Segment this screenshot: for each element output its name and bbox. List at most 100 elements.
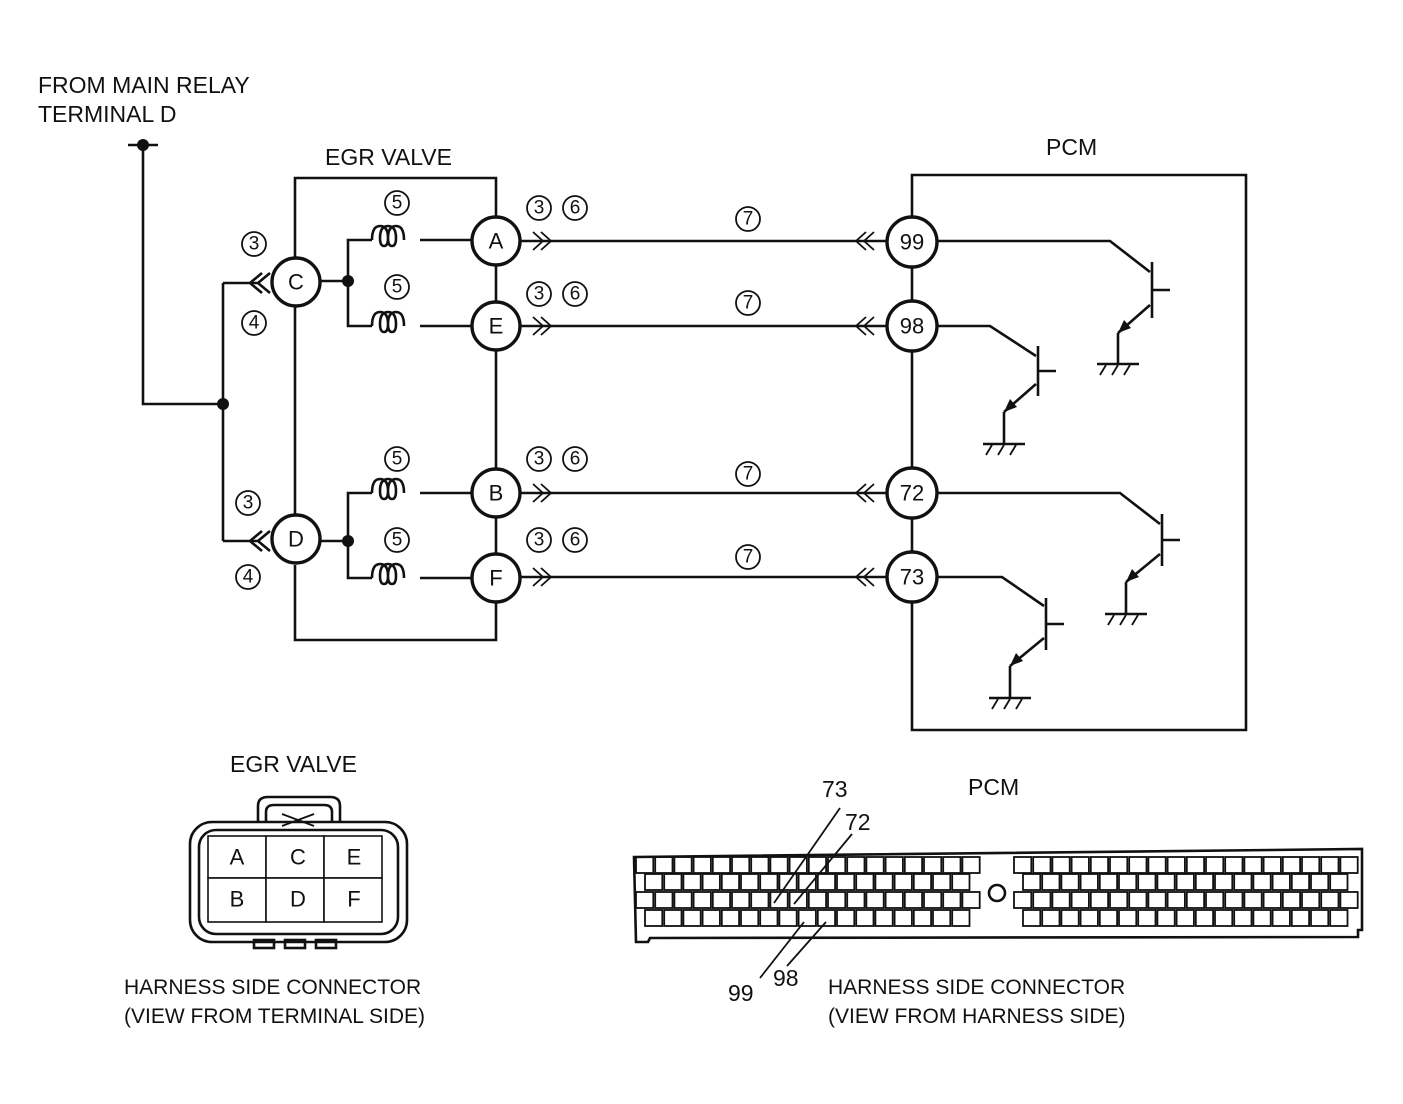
pcm-pin-cell <box>769 891 789 909</box>
svg-text:7: 7 <box>743 547 754 568</box>
egr-pin-c: C <box>290 845 306 870</box>
terminal-d-label: TERMINAL D <box>38 101 176 127</box>
pcm-pin-cell <box>1079 873 1099 891</box>
pcm-pin-cell <box>740 873 760 891</box>
pcm-pin-cell <box>1137 909 1157 927</box>
egr-pin-e: E <box>347 845 362 870</box>
step-marker-6-f: 6 <box>562 527 588 553</box>
pcm-pin-cell <box>1329 873 1349 891</box>
pcm-pin-cell <box>961 891 981 909</box>
pcm-pin-cell <box>827 891 847 909</box>
pcm-pin-cell <box>1301 856 1321 874</box>
solenoid-coil-3 <box>370 477 406 501</box>
svg-text:6: 6 <box>570 449 581 470</box>
svg-text:73: 73 <box>900 565 924 590</box>
pcm-pin-cell <box>682 909 702 927</box>
pcm-pin-cell <box>1098 909 1119 927</box>
pcm-pin-cell <box>865 891 885 909</box>
driver-transistor-72 <box>937 491 1180 626</box>
pcm-pin-cell <box>654 856 674 874</box>
pcm-pin-cell <box>923 891 943 909</box>
pcm-pin-cell <box>1051 891 1071 909</box>
step-marker-6-b: 6 <box>562 446 588 472</box>
pcm-pin-cell <box>1175 873 1195 891</box>
svg-text:3: 3 <box>249 234 260 255</box>
pcm-pin-cell <box>912 873 932 891</box>
pcm-pin-cell <box>1060 909 1080 927</box>
pcm-pin-cell <box>1329 909 1349 927</box>
pcm-pin-cell <box>682 873 702 891</box>
step-marker-7-e: 7 <box>735 290 761 316</box>
step-marker-7-f: 7 <box>735 544 761 570</box>
pcm-pin-cell <box>807 891 827 909</box>
pcm-terminal-98: 98 <box>885 299 939 353</box>
pcm-pin-cell <box>1118 909 1138 927</box>
pcm-pin-cell <box>644 909 664 927</box>
pcm-pin-cell <box>816 873 836 891</box>
pcm-pin-cell <box>1290 873 1311 891</box>
pcm-pin-cell <box>903 891 923 909</box>
pcm-pin-cell <box>701 873 721 891</box>
pcm-pin-cell <box>1070 891 1090 909</box>
pcm-pin-cell <box>942 856 962 874</box>
step-marker-3-b: 3 <box>526 446 552 472</box>
pcm-pin-cell <box>1214 873 1234 891</box>
main-relay-supply-wire <box>128 139 258 543</box>
pcm-pin-cell <box>1032 891 1052 909</box>
svg-text:7: 7 <box>743 293 754 314</box>
step-marker-3-d: 3 <box>235 490 261 516</box>
terminal-node-a: A <box>470 215 522 267</box>
connector-chevron-c <box>247 272 271 294</box>
pcm-pin-cell <box>731 891 751 909</box>
step-marker-3-f: 3 <box>526 527 552 553</box>
pcm-pin-cell <box>1147 891 1167 909</box>
pcm-pin-cell <box>884 891 904 909</box>
solenoid-coil-4 <box>370 562 406 586</box>
step-marker-5-coil2: 5 <box>384 274 410 300</box>
pcm-connector-key-hole <box>987 883 1007 903</box>
svg-text:5: 5 <box>392 449 403 470</box>
pcm-pin-cell <box>893 873 913 891</box>
svg-text:98: 98 <box>900 314 924 339</box>
svg-text:72: 72 <box>900 481 924 506</box>
pcm-pin-cell <box>1262 856 1282 874</box>
pcm-pin-cell <box>654 891 674 909</box>
pcm-pin-cell <box>1185 891 1206 909</box>
pcm-pin-cell <box>874 873 894 891</box>
pcm-pin-cell <box>1320 891 1340 909</box>
pcm-pin-cell <box>1156 873 1176 891</box>
egr-side-chevrons <box>532 231 553 587</box>
pcm-pin-cell <box>923 856 943 874</box>
pcm-pin-cell <box>711 891 731 909</box>
pcm-pin-cell <box>1205 891 1225 909</box>
pcm-pin-cell <box>635 856 655 874</box>
pcm-pin-cell <box>1281 856 1302 874</box>
pcm-callout-99: 99 <box>728 980 754 1006</box>
svg-text:3: 3 <box>534 284 545 305</box>
step-marker-6-e: 6 <box>562 281 588 307</box>
svg-text:3: 3 <box>534 530 545 551</box>
svg-text:5: 5 <box>392 193 403 214</box>
pcm-pin-cell <box>1233 909 1253 927</box>
svg-text:6: 6 <box>570 198 581 219</box>
svg-text:4: 4 <box>243 567 254 588</box>
pcm-terminal-73: 73 <box>885 550 939 604</box>
solenoid-coil-2 <box>370 310 406 334</box>
terminal-node-b: B <box>470 467 522 519</box>
pcm-pin-cell <box>1128 891 1148 909</box>
pcm-pin-cell <box>759 909 779 927</box>
pcm-callout-72: 72 <box>845 809 871 835</box>
pcm-connector-caption-1: HARNESS SIDE CONNECTOR <box>828 976 1125 999</box>
pcm-pin-cell <box>1310 873 1330 891</box>
pcm-pin-cell <box>1262 891 1282 909</box>
svg-text:3: 3 <box>534 449 545 470</box>
pcm-pin-cell <box>673 856 693 874</box>
pcm-pin-cell <box>951 909 971 927</box>
svg-text:7: 7 <box>743 464 754 485</box>
pcm-pin-cell <box>1233 873 1253 891</box>
terminal-node-f: F <box>470 552 522 604</box>
svg-text:99: 99 <box>900 230 924 255</box>
pcm-pin-cell <box>1175 909 1195 927</box>
pcm-pin-cell <box>1252 909 1272 927</box>
pcm-pin-cell <box>1320 856 1340 874</box>
